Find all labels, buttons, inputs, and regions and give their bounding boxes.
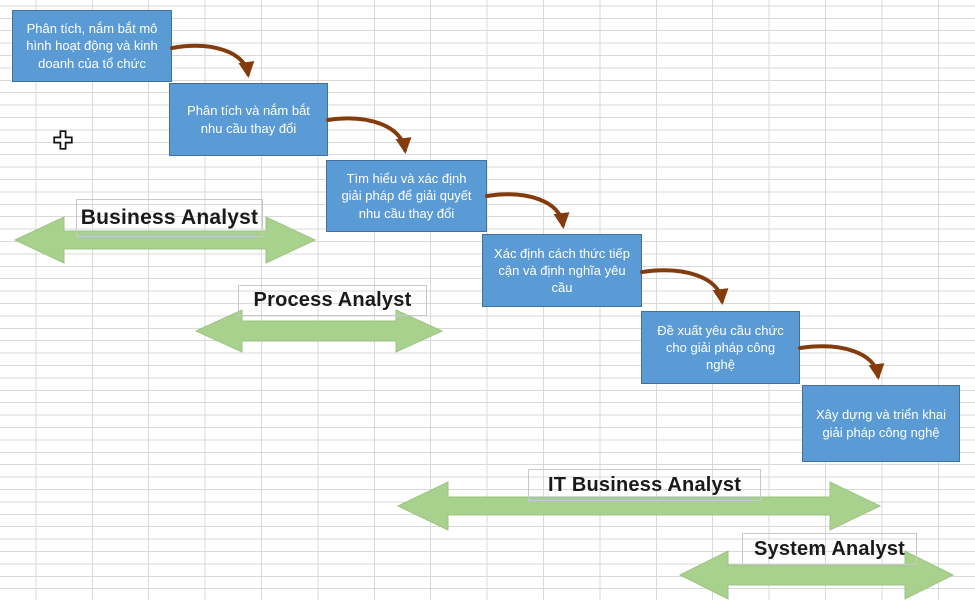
connector-arrow-4-5[interactable] xyxy=(640,268,729,305)
plus-cursor-icon xyxy=(53,130,73,150)
role-label-business-analyst[interactable]: Business Analyst xyxy=(76,199,263,237)
process-step-box-3[interactable]: Tìm hiểu và xác định giải pháp để giải q… xyxy=(326,160,487,232)
process-step-box-6[interactable]: Xây dựng và triển khai giải pháp công ng… xyxy=(802,385,960,462)
connector-arrow-5-6[interactable] xyxy=(798,344,885,380)
connector-arrow-1-2[interactable] xyxy=(170,43,255,78)
process-step-box-2[interactable]: Phân tích và nắm bắt nhu cầu thay đổi xyxy=(169,83,328,156)
role-label-it-business-analyst[interactable]: IT Business Analyst xyxy=(528,469,761,501)
process-step-text: Xác định cách thức tiếp cận và định nghĩ… xyxy=(494,245,630,296)
connector-arrow-2-3[interactable] xyxy=(326,116,412,154)
process-step-text: Phân tích và nắm bắt nhu cầu thay đổi xyxy=(187,103,310,136)
role-label-text: System Analyst xyxy=(753,537,905,560)
role-arrow-process-analyst[interactable] xyxy=(194,309,444,353)
process-step-text: Phân tích, nắm bắt mô hình hoạt động và … xyxy=(26,21,158,71)
role-label-text: Business Analyst xyxy=(80,206,259,229)
plus-cursor-shape xyxy=(53,130,73,150)
process-step-box-1[interactable]: Phân tích, nắm bắt mô hình hoạt động và … xyxy=(12,10,172,82)
process-step-text: Tìm hiểu và xác định giải pháp để giải q… xyxy=(341,171,472,221)
role-label-system-analyst[interactable]: System Analyst xyxy=(742,533,917,565)
process-step-box-5[interactable]: Đề xuất yêu cầu chức cho giải pháp công … xyxy=(641,311,800,384)
role-label-process-analyst[interactable]: Process Analyst xyxy=(238,285,427,316)
connector-arrow-3-4[interactable] xyxy=(485,192,570,229)
process-step-box-4[interactable]: Xác định cách thức tiếp cận và định nghĩ… xyxy=(482,234,642,307)
process-step-text: Xây dựng và triển khai giải pháp công ng… xyxy=(815,407,947,440)
role-arrow-system-analyst[interactable] xyxy=(678,550,955,600)
role-label-text: IT Business Analyst xyxy=(547,473,742,496)
role-arrow-it-business-analyst[interactable] xyxy=(396,481,882,531)
role-arrow-business-analyst[interactable] xyxy=(13,216,317,264)
process-step-text: Đề xuất yêu cầu chức cho giải pháp công … xyxy=(657,322,784,373)
role-label-text: Process Analyst xyxy=(253,289,412,311)
